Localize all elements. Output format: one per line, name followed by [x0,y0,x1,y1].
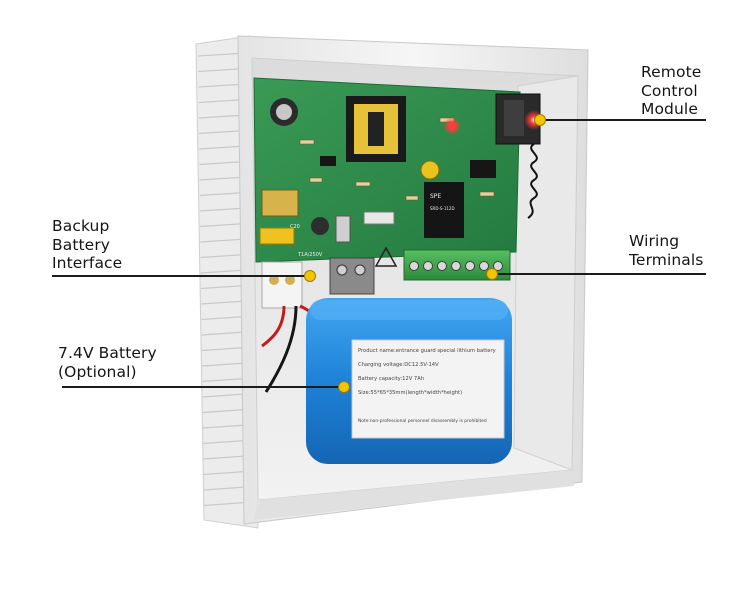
enclosure-fin [200,222,247,228]
enclosure-fin [200,269,247,274]
callout-wiring-line: Wiring [629,232,680,250]
callout-dot-battery [338,381,350,393]
enclosure-fin [199,160,247,166]
backup-battery-connector [261,246,398,309]
terminal-screw [465,261,475,271]
enclosure-fin [203,501,247,507]
callout-backup-line: Battery [52,235,111,254]
enclosure-fin [199,207,247,212]
relay-brand-text: SPE [430,193,441,200]
callout-backup-battery-interface: Backup Battery Interface [52,217,122,273]
terminal-screw [409,261,419,271]
callout-leaders [52,114,706,393]
enclosure-fin [198,83,247,88]
enclosure-fin [199,191,247,197]
enclosure-fin [203,455,247,460]
enclosure-fin [202,439,247,445]
enclosure-fin [198,98,247,104]
enclosure-fin [200,238,247,243]
cap-label-text: C20 [290,224,300,230]
enclosure-fin [202,393,247,398]
enclosure-fin [200,253,247,259]
enclosure-fin [201,362,247,367]
terminal-screw [437,261,447,271]
battery-label-line4: Size:55*65*35mm(length*width*height) [358,390,462,396]
enclosure-fin [198,129,247,135]
battery-label-line2: Charging voltage:DC12.5V-14V [358,362,439,368]
enclosure-fin [198,114,247,119]
enclosure-fin [203,486,247,491]
callout-remote-line: Remote [641,63,702,81]
enclosure-fin [201,315,247,321]
enclosure-fin [202,377,247,383]
callout-battery: 7.4V Battery (Optional) [58,344,157,381]
terminal-screw [479,261,489,271]
callout-battery-line: 7.4V Battery [58,344,157,362]
callout-wiring-terminals: Wiring Terminals [629,232,703,269]
callout-dot-backup [304,270,316,282]
warning-icon [374,246,398,267]
battery-label-line1: Product name:entrance guard special lith… [358,348,496,354]
antenna-icon [527,143,538,219]
lithium-battery: Product name:entrance guard special lith… [306,298,512,464]
relay-model-text: SRD-S-112D [430,206,455,211]
callout-dot-wiring [486,268,498,280]
enclosure-fin [201,300,247,305]
enclosure-fin [202,408,247,414]
fuse-rating-text: T1A/250V [297,252,323,258]
enclosure-fin [200,284,247,290]
battery-label-line5: Note:non-professional personnel disassem… [358,418,487,424]
battery-label-line3: Battery capacity:12V 7Ah [358,376,424,382]
callout-remote-control-module: Remote Control Module [641,63,701,119]
terminal-screw [493,261,503,271]
enclosure-fin [201,331,247,336]
enclosure-fin [199,145,247,150]
enclosure-fin [202,424,247,429]
callout-backup-line: Backup [52,217,110,235]
callout-remote-line: Control [641,81,698,100]
terminal-screw [423,261,433,271]
enclosure-fin [201,346,247,352]
callout-wiring-line: Terminals [629,250,704,269]
callout-remote-line: Module [641,100,698,118]
enclosure-fin [203,470,247,476]
callout-backup-line: Interface [52,254,123,272]
callout-dot-remote [534,114,546,126]
terminal-screw [451,261,461,271]
enclosure-fin [199,176,247,181]
circuit-board: SPE SRD-S-112D T1A/250V C20 [253,77,544,263]
callout-battery-line: (Optional) [58,362,137,381]
